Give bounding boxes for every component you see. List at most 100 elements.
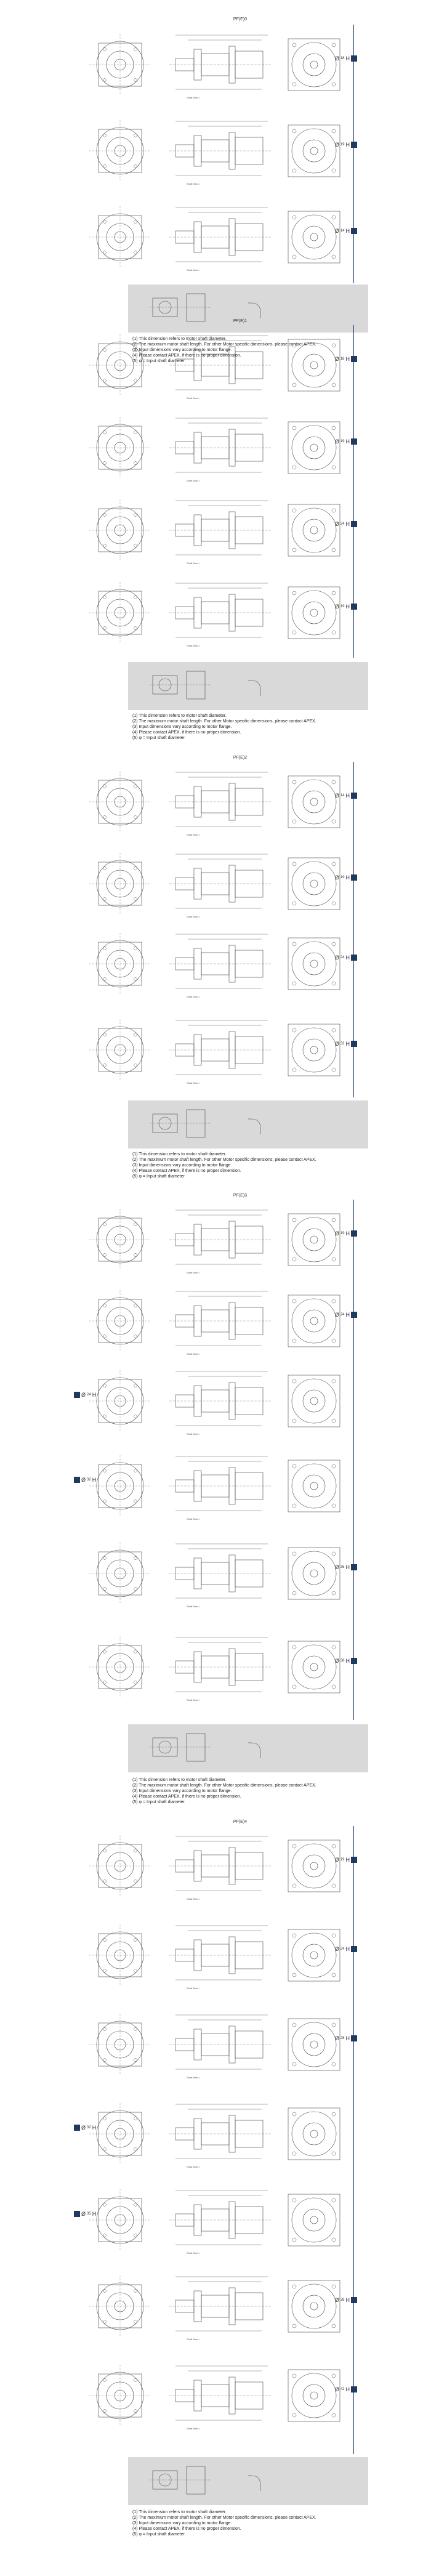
tag-prefix: Ø [334, 1312, 339, 1318]
end-view-drawing [89, 2189, 151, 2251]
note-line: (2) The maximum motor shaft length. For … [132, 1158, 316, 1162]
note-line: (1) This dimension refers to motor shaft… [132, 1152, 227, 1157]
side-view-drawing: Shaft Seal = [169, 1836, 271, 1900]
note-line: (4) Please contact APEX, if there is no … [132, 730, 241, 735]
tag-suffix: H [92, 1477, 97, 1483]
tag-suffix: H [345, 55, 350, 62]
note-line: (5) φ = Input shaft diameter. [132, 1800, 186, 1804]
section-divider [353, 1826, 354, 2454]
tag-size: 19 [340, 876, 345, 879]
section-divider [353, 1200, 354, 1720]
tag-size: 42 [340, 2388, 345, 2391]
tag-size: 19 [340, 143, 345, 147]
tag-suffix: H [345, 793, 350, 799]
shaft-seal-label: Shaft Seal = [187, 2076, 201, 2079]
end-view-drawing [89, 1543, 151, 1604]
note-line: (1) This dimension refers to motor shaft… [132, 2510, 227, 2514]
flange-view-drawing [288, 1294, 340, 1347]
flange-view-drawing [288, 2018, 340, 2071]
note-line: (2) The maximum motor shaft length. For … [132, 719, 316, 724]
section-title: PF(E)1 [233, 319, 248, 323]
tag-size: 19 [340, 1232, 345, 1235]
end-view-drawing [89, 417, 151, 478]
note-line: (4) Please contact APEX, if there is no … [132, 2527, 241, 2531]
tag-suffix: H [345, 356, 350, 362]
flange-view-drawing [288, 1375, 340, 1427]
end-view-drawing [89, 853, 151, 915]
tag-prefix: Ø [81, 1392, 86, 1398]
flange-view-drawing [288, 857, 340, 910]
end-view-drawing [89, 334, 151, 396]
tag-size: 24 [340, 956, 345, 959]
tag-marker [351, 1230, 357, 1237]
note-line: (1) This dimension refers to motor shaft… [132, 714, 227, 718]
shaft-seal-label: Shaft Seal = [187, 96, 201, 99]
tag-marker [351, 604, 357, 610]
flange-view-drawing [288, 339, 340, 392]
tag-marker [74, 1477, 80, 1483]
note-line: (3) Input dimensions vary according to m… [132, 1163, 232, 1168]
flange-view-drawing [288, 211, 340, 264]
end-view-drawing [89, 2014, 151, 2075]
tag-suffix: H [345, 2035, 350, 2041]
note-line: (5) φ = Input shaft diameter. [132, 736, 186, 740]
detail-panel [128, 662, 368, 710]
end-view-drawing [89, 1019, 151, 1081]
flange-view-drawing [288, 1460, 340, 1512]
tag-prefix: Ø [334, 793, 339, 799]
shaft-seal-label: Shaft Seal = [187, 2427, 201, 2430]
side-view-drawing: Shaft Seal = [169, 1371, 271, 1435]
side-view-drawing: Shaft Seal = [169, 1543, 271, 1608]
tag-suffix: H [92, 1392, 97, 1398]
side-view-drawing: Shaft Seal = [169, 2190, 271, 2255]
end-view-drawing [89, 582, 151, 644]
tag-marker [351, 438, 357, 445]
end-view-drawing [89, 1835, 151, 1897]
tag-marker [351, 1312, 357, 1318]
note-line: (2) The maximum motor shaft length. For … [132, 2516, 316, 2520]
side-view-drawing: Shaft Seal = [169, 2104, 271, 2168]
note-line: (1) This dimension refers to motor shaft… [132, 1778, 227, 1782]
tag-suffix: H [345, 604, 350, 610]
end-view-drawing [89, 1636, 151, 1698]
flange-view-drawing [288, 2107, 340, 2160]
section-divider [353, 762, 354, 1097]
shaft-seal-label: Shaft Seal = [187, 1081, 201, 1084]
end-view-drawing [89, 2275, 151, 2337]
flange-view-drawing [288, 1641, 340, 1694]
tag-marker [74, 2211, 80, 2217]
tag-marker [74, 1392, 80, 1398]
tag-marker [351, 142, 357, 148]
end-view-drawing [89, 499, 151, 561]
tag-suffix: H [345, 1041, 350, 1047]
tag-size: 32 [87, 1478, 91, 1482]
tag-marker [351, 955, 357, 961]
tag-suffix: H [345, 2297, 350, 2303]
tag-suffix: H [345, 142, 350, 148]
tag-prefix: Ø [334, 604, 339, 610]
shaft-seal-label: Shaft Seal = [187, 1432, 201, 1435]
shaft-seal-label: Shaft Seal = [187, 182, 201, 185]
note-line: (4) Please contact APEX, if there is no … [132, 1795, 241, 1799]
tag-size: 19 [340, 1858, 345, 1862]
end-view-drawing [89, 771, 151, 833]
shaft-seal-label: Shaft Seal = [187, 1897, 201, 1900]
tag-suffix: H [345, 874, 350, 881]
